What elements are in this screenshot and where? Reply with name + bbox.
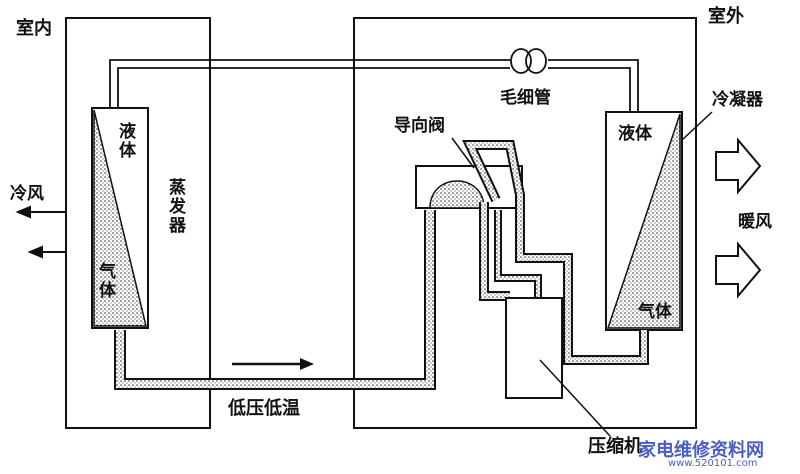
flow-arrow-icon [232,358,314,370]
condenser [605,111,683,331]
outdoor-unit-box [353,17,697,429]
cold-air-label: 冷风 [10,184,44,204]
indoor-label: 室内 [16,18,52,39]
evaporator-gas-label: 气体 [95,262,115,300]
condenser-label: 冷凝器 [712,90,763,110]
condenser-leader [681,111,713,141]
low-pressure-low-temp-label: 低压低温 [228,398,300,419]
capillary-tube [510,48,547,74]
cold-air-arrows-icon [15,205,66,259]
suction-pipe [114,210,436,390]
indoor-unit-box [65,17,211,429]
warm-air-arrows-icon [715,137,762,299]
watermark-text: 家电维修资料网 [638,440,764,461]
reversing-valve-label: 导向阀 [394,116,445,136]
capillary-label: 毛细管 [500,88,551,108]
liquid-line [109,59,639,112]
watermark-url: www.520101.com [668,458,758,469]
reversing-valve [415,165,523,209]
condenser-liquid-label: 液体 [618,124,652,144]
compressor-leader [539,359,611,437]
evaporator-label: 蒸发器 [165,178,185,235]
valve-leader [451,137,475,169]
evaporator [91,107,149,329]
condenser-gas-label: 气体 [638,302,672,322]
compressor-label: 压缩机 [588,436,642,457]
outdoor-label: 室外 [708,6,744,27]
warm-air-label: 暖风 [738,212,772,232]
compressor [505,297,563,399]
evaporator-liquid-label: 液体 [115,122,135,160]
